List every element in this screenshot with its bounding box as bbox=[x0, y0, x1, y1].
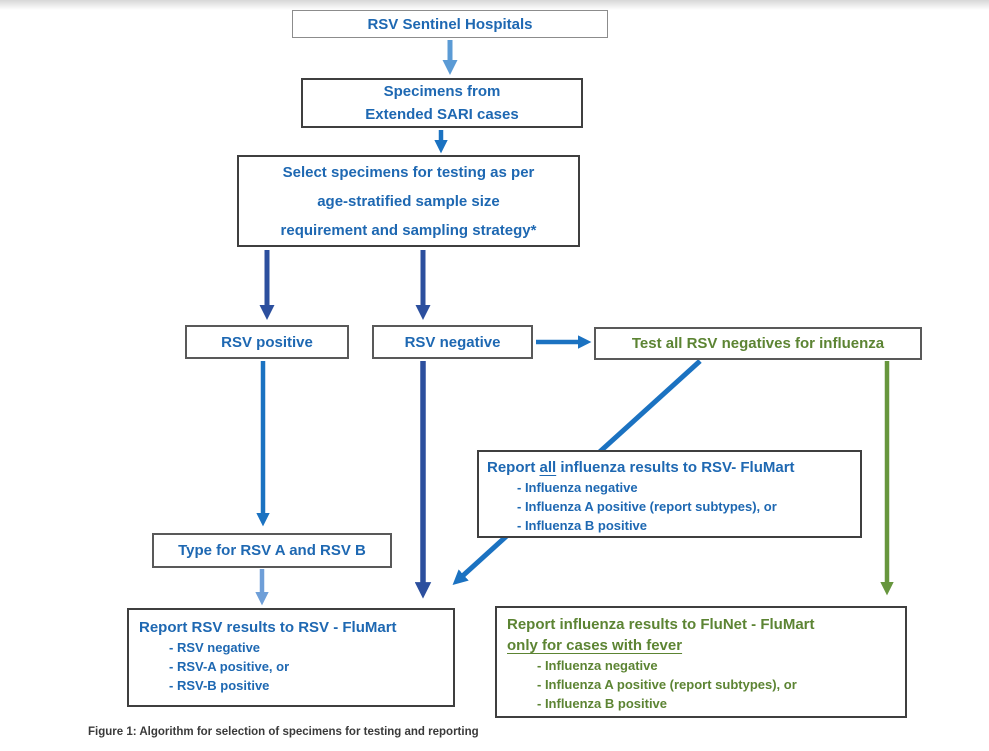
title-text: influenza results to RSV- FluMart bbox=[556, 459, 795, 476]
node-title: Report influenza results to FluNet - Flu… bbox=[507, 616, 815, 633]
node-label: RSV positive bbox=[221, 333, 313, 351]
node-specimens-extended-sari: Specimens from Extended SARI cases bbox=[301, 78, 583, 128]
node-rsv-sentinel-hospitals: RSV Sentinel Hospitals bbox=[292, 10, 608, 38]
list-item: - Influenza A positive (report subtypes)… bbox=[517, 499, 777, 514]
node-label: Type for RSV A and RSV B bbox=[178, 542, 366, 559]
list-item: - Influenza B positive bbox=[537, 696, 668, 711]
node-label: RSV Sentinel Hospitals bbox=[367, 15, 533, 33]
list-item: - Influenza A positive (report subtypes)… bbox=[537, 677, 797, 692]
node-report-rsv-flumart: Report RSV results to RSV - FluMart - RS… bbox=[127, 608, 455, 707]
node-report-flunet-flumart: Report influenza results to FluNet - Flu… bbox=[495, 606, 907, 718]
node-line: requirement and sampling strategy* bbox=[280, 221, 537, 239]
node-line: Extended SARI cases bbox=[365, 106, 519, 123]
title-underlined-text: all bbox=[539, 459, 557, 476]
figure-caption: Figure 1: Algorithm for selection of spe… bbox=[88, 726, 479, 738]
node-line: Specimens from bbox=[383, 83, 501, 100]
list-item: - RSV-A positive, or bbox=[169, 659, 290, 674]
list-item: - RSV negative bbox=[169, 640, 261, 655]
title-text: Report bbox=[487, 459, 540, 476]
list-item: - Influenza negative bbox=[517, 480, 638, 495]
node-rsv-negative: RSV negative bbox=[372, 325, 533, 359]
list-item: - Influenza B positive bbox=[517, 518, 648, 533]
page-top-edge bbox=[0, 0, 989, 10]
list-item: - RSV-B positive bbox=[169, 678, 270, 693]
node-select-specimens: Select specimens for testing as per age-… bbox=[237, 155, 580, 247]
node-label: RSV negative bbox=[404, 333, 501, 351]
node-label: Test all RSV negatives for influenza bbox=[631, 335, 885, 352]
node-title-underlined: only for cases with fever bbox=[507, 637, 683, 654]
node-test-rsv-negatives: Test all RSV negatives for influenza bbox=[594, 327, 922, 360]
node-title: Report all influenza results to RSV- Flu… bbox=[487, 457, 852, 478]
node-type-rsv-a-b: Type for RSV A and RSV B bbox=[152, 533, 392, 568]
node-title: Report RSV results to RSV - FluMart bbox=[139, 619, 397, 636]
node-line: Select specimens for testing as per bbox=[282, 163, 535, 181]
list-item: - Influenza negative bbox=[537, 658, 658, 673]
node-report-influenza-rsv-flumart: Report all influenza results to RSV- Flu… bbox=[477, 450, 862, 538]
node-rsv-positive: RSV positive bbox=[185, 325, 349, 359]
node-line: age-stratified sample size bbox=[317, 192, 500, 210]
